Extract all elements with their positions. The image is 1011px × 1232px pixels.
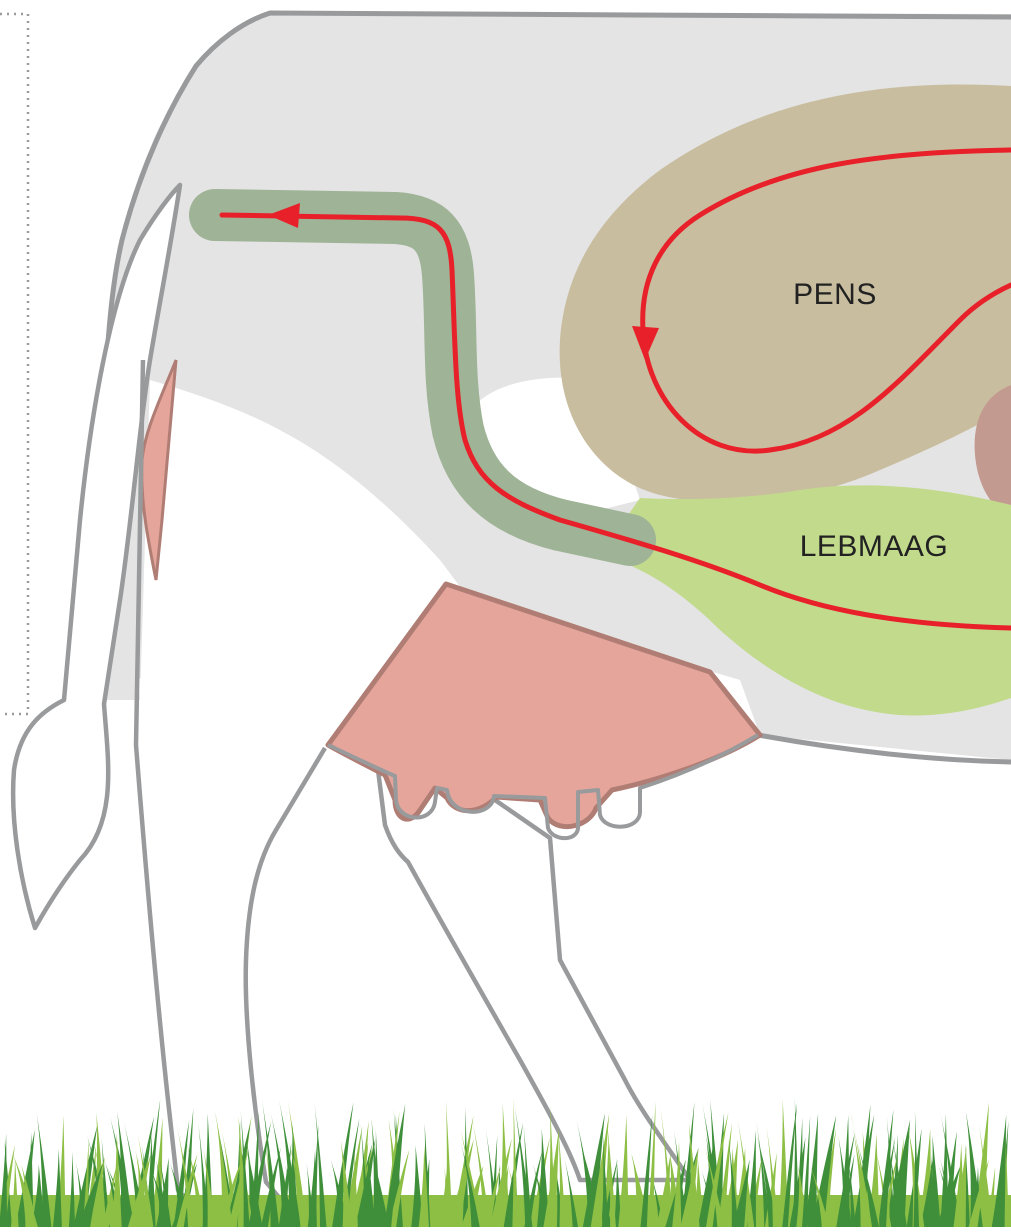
rumen-label: PENS [793, 278, 877, 311]
abomasum-label: LEBMAAG [800, 530, 949, 563]
back-leg-fill [138, 678, 330, 1220]
grass-icon [0, 1098, 1011, 1227]
grass-blade [0, 1133, 7, 1227]
front-leg [378, 770, 690, 1180]
grass-blade [69, 1151, 75, 1227]
grass-blade [793, 1098, 799, 1227]
dotted-guide-line [0, 14, 28, 714]
